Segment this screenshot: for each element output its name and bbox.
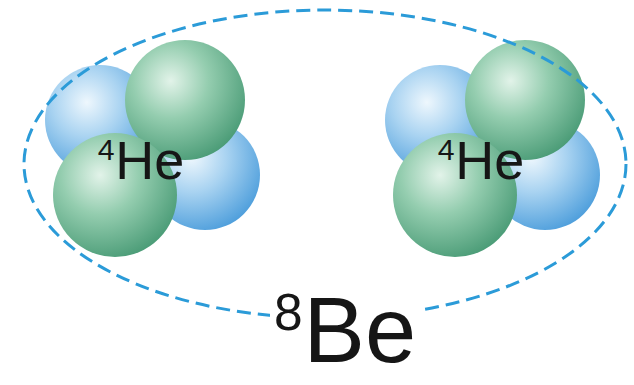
- mass-number: 4: [98, 133, 115, 166]
- helium-label: 4He: [438, 133, 524, 187]
- mass-number: 4: [438, 133, 455, 166]
- mass-number: 8: [274, 283, 303, 341]
- nucleus-outline: 8Be4He4He: [22, 8, 628, 320]
- dashed-boundary: [24, 10, 626, 318]
- nucleon-cluster: [45, 40, 260, 257]
- helium-cluster: 4He: [385, 38, 608, 260]
- nucleus-label: 8Be: [270, 284, 420, 376]
- element-symbol: He: [115, 130, 184, 190]
- helium-cluster: 4He: [45, 38, 268, 260]
- element-symbol: Be: [304, 279, 417, 381]
- element-symbol: He: [455, 130, 524, 190]
- helium-label: 4He: [98, 133, 184, 187]
